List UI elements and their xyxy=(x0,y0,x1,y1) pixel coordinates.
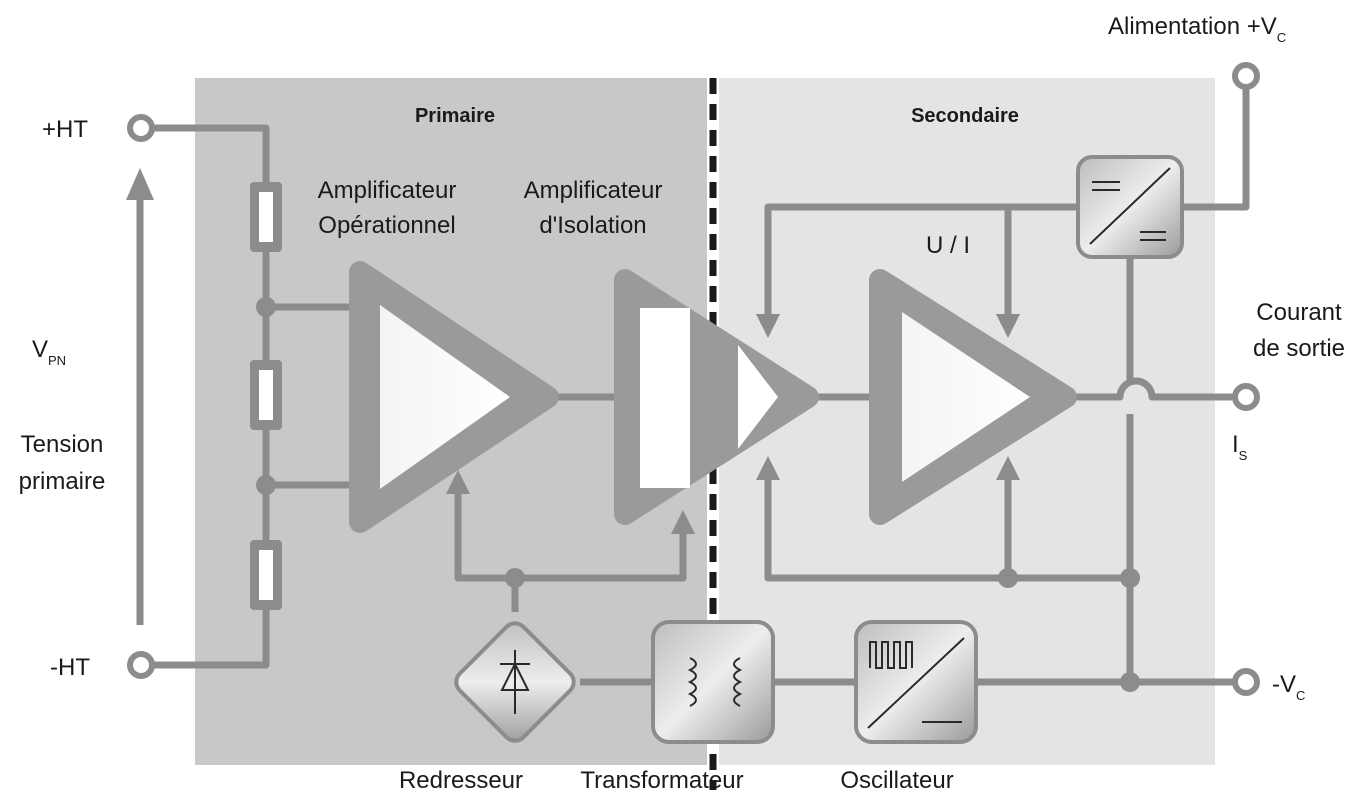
opamp-label-line2: Opérationnel xyxy=(318,212,455,239)
voltage-caption-line1: Tension xyxy=(21,431,104,458)
isolation-amplifier xyxy=(614,269,819,525)
supply-label: Alimentation +VC xyxy=(1108,13,1286,45)
ui-converter-amplifier xyxy=(869,269,1077,525)
primary-region-title: Primaire xyxy=(415,105,495,127)
junction-dots xyxy=(256,297,1140,692)
resistor-divider xyxy=(250,182,282,610)
ui-converter-label: U / I xyxy=(926,232,970,259)
oscillator-label: Oscillateur xyxy=(840,767,953,794)
dc-dc-icon xyxy=(1089,167,1171,245)
neg-supply-label: -VC xyxy=(1272,671,1305,703)
supply-label-main: Alimentation +V xyxy=(1108,13,1277,40)
opamp-label-line1: Amplificateur xyxy=(318,177,457,204)
diode-icon xyxy=(500,650,530,714)
neg-supply-label-main: -V xyxy=(1272,671,1296,698)
output-current-sub: S xyxy=(1239,448,1248,463)
coil-icon xyxy=(687,657,743,707)
transformer-block xyxy=(651,620,775,744)
arrowheads xyxy=(126,168,1020,534)
output-current-label: IS xyxy=(1232,431,1248,463)
hv-plus-label: +HT xyxy=(42,116,88,143)
supply-label-sub: C xyxy=(1277,30,1286,45)
terminal-supply xyxy=(1232,62,1260,90)
rectifier-label: Redresseur xyxy=(399,767,523,794)
dc-dc-converter-block xyxy=(1076,155,1184,259)
voltage-symbol-main: V xyxy=(32,336,48,363)
oscillator-block xyxy=(854,620,978,744)
output-caption-line1: Courant xyxy=(1256,299,1342,326)
voltage-caption-line2: primaire xyxy=(19,468,106,495)
terminal-hv-plus xyxy=(127,114,155,142)
square-wave-icon xyxy=(867,637,965,729)
operational-amplifier xyxy=(349,261,559,533)
terminals xyxy=(127,62,1260,696)
isoamp-label-line1: Amplificateur xyxy=(524,177,663,204)
output-current-symbol: I xyxy=(1232,431,1239,458)
transformer-label: Transformateur xyxy=(580,767,743,794)
terminal-output xyxy=(1232,383,1260,411)
terminal-neg-supply xyxy=(1232,668,1260,696)
output-caption-line2: de sortie xyxy=(1253,335,1345,362)
neg-supply-label-sub: C xyxy=(1296,688,1305,703)
hv-minus-label: -HT xyxy=(50,654,90,681)
isoamp-label-line2: d'Isolation xyxy=(539,212,646,239)
secondary-region-title: Secondaire xyxy=(911,105,1019,127)
terminal-hv-minus xyxy=(127,651,155,679)
rectifier-block xyxy=(454,621,576,743)
voltage-symbol: VPN xyxy=(32,336,66,368)
voltage-symbol-sub: PN xyxy=(48,353,66,368)
